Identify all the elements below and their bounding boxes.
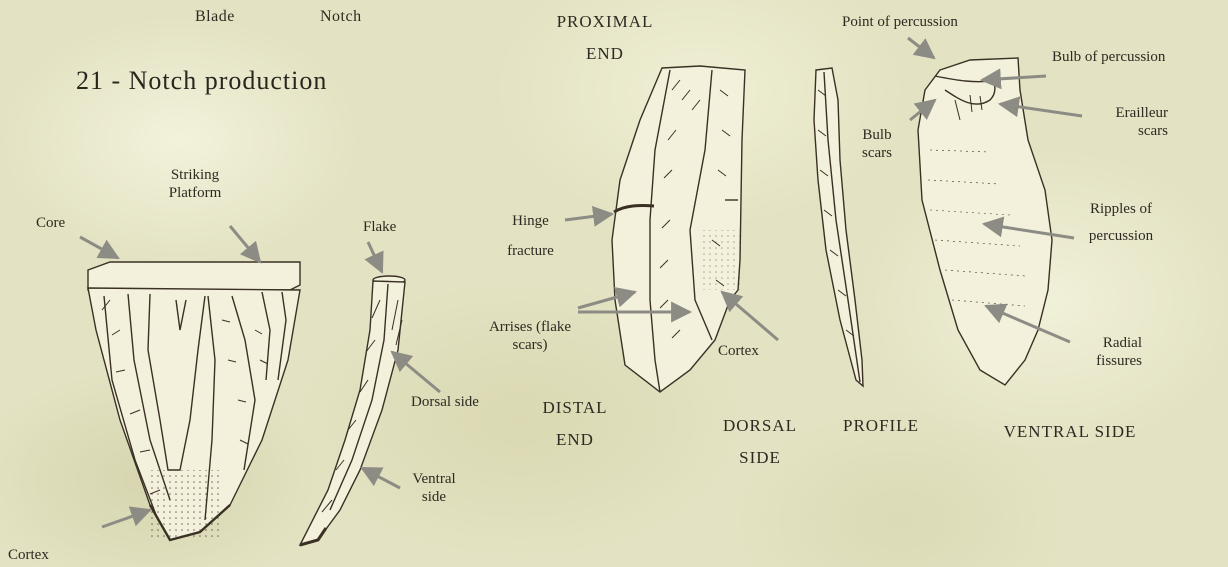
ventral-blade-drawing <box>918 58 1052 385</box>
core-label: Core <box>36 214 65 232</box>
proximal-end-caption: PROXIMAL END <box>545 6 665 70</box>
profile-caption: PROFILE <box>843 410 919 442</box>
distal-end-caption: DISTAL END <box>530 392 620 456</box>
cortex-label-core: Cortex <box>8 546 49 564</box>
dorsal-side-label: Dorsal side <box>410 393 480 411</box>
hinge-fracture-label: Hinge fracture <box>488 206 573 266</box>
bulb-scars-label: Bulb scars <box>852 126 902 162</box>
point-of-percussion-label: Point of percussion <box>842 13 958 31</box>
header-notch-label: Notch <box>320 8 362 26</box>
core-drawing <box>88 262 300 540</box>
radial-fissures-label: Radial fissures <box>1066 334 1142 370</box>
profile-drawing <box>814 68 863 386</box>
bulb-of-percussion-label: Bulb of percussion <box>1052 48 1165 66</box>
striking-platform-label: Striking Platform <box>150 166 240 202</box>
erailleur-scars-label: Erailleur scars <box>1090 104 1168 140</box>
page-title: 21 - Notch production <box>76 66 327 96</box>
ventral-side-label: Ventral side <box>400 470 468 506</box>
cortex-label-blade: Cortex <box>718 342 759 360</box>
arrises-label: Arrises (flake scars) <box>480 318 580 354</box>
flake-label: Flake <box>363 218 396 236</box>
ventral-side-caption: VENTRAL SIDE <box>995 416 1145 448</box>
ripples-of-percussion-label: Ripples of percussion <box>1066 196 1176 250</box>
dorsal-side-caption: DORSAL SIDE <box>700 410 820 474</box>
flake-drawing <box>300 276 405 545</box>
header-blade-label: Blade <box>195 8 235 26</box>
